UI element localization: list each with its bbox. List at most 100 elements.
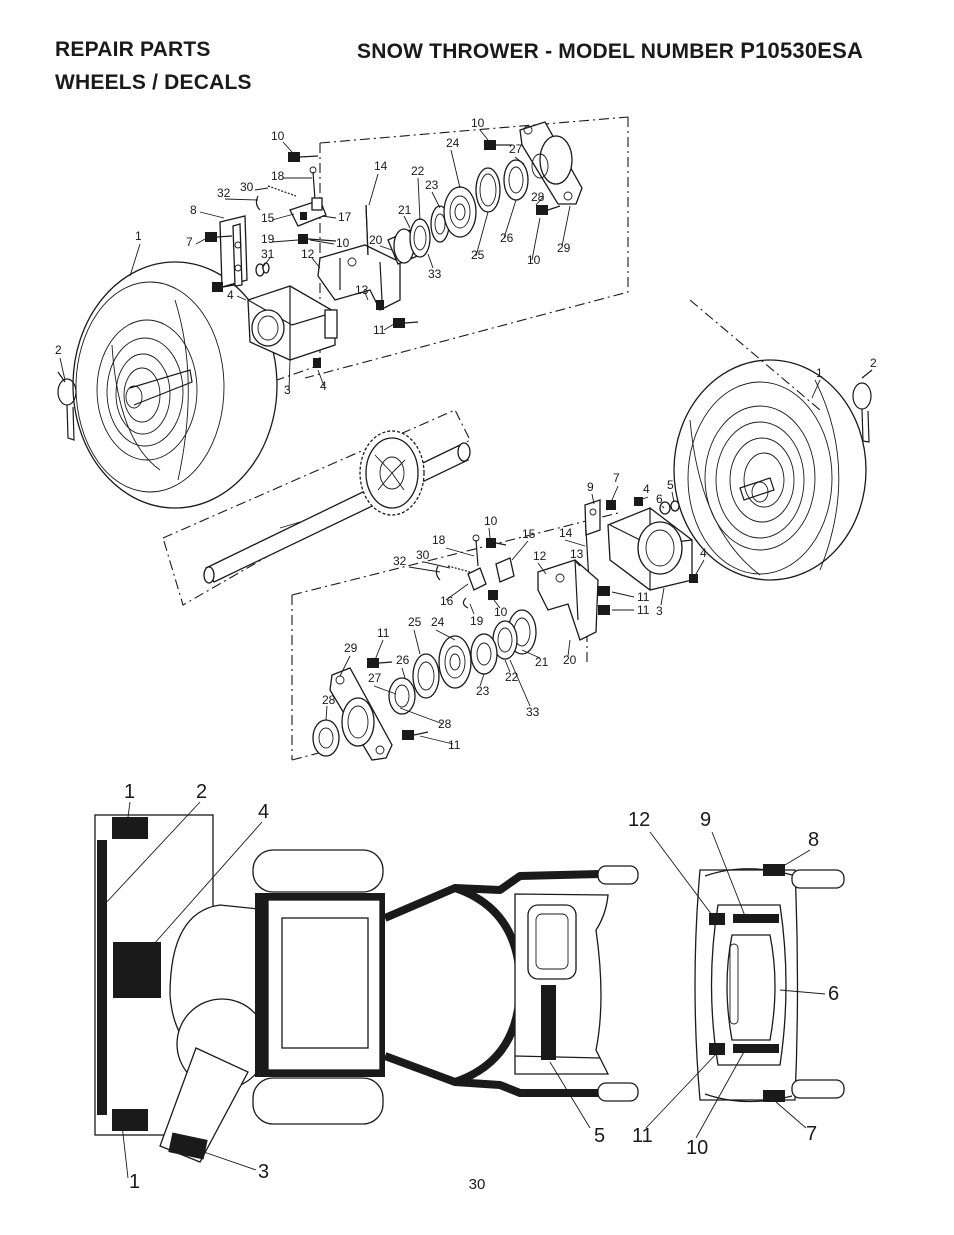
callout: 8: [190, 203, 197, 217]
hairpin-clip-right: [852, 369, 873, 443]
callout: 2: [870, 356, 877, 370]
callout: 22: [411, 164, 425, 178]
bolt-10-lower-right: [536, 205, 561, 215]
callout: 7: [806, 1123, 817, 1145]
decal-1-bottom: [112, 1109, 148, 1131]
left-wheel-assembly: [57, 116, 629, 509]
bearing-stack-lower: [388, 609, 537, 715]
callout: 32: [393, 554, 407, 568]
callout: 4: [643, 482, 650, 496]
decal-7: [763, 1090, 785, 1102]
callout: 19: [261, 232, 275, 246]
callout: 16: [440, 594, 454, 608]
bolt-7-lower: [606, 500, 616, 510]
callout: 28: [322, 693, 336, 707]
callout: 33: [428, 267, 442, 281]
callout: 23: [425, 178, 439, 192]
lock-assembly-16: [467, 557, 515, 591]
callout: 11: [448, 738, 461, 752]
model-number: P10530ESA: [740, 38, 864, 63]
dashboard-window: [527, 904, 577, 980]
callout: 9: [587, 480, 594, 494]
callout: 6: [656, 492, 663, 506]
fuel-tank-bottom: [252, 1077, 384, 1125]
skid-top: [791, 869, 845, 889]
callout: 10: [686, 1137, 708, 1159]
callout: 3: [258, 1161, 269, 1183]
callout: 20: [563, 653, 577, 667]
callout: 12: [533, 549, 547, 563]
gear-housing: [247, 285, 338, 361]
callout: 2: [196, 781, 207, 803]
callout: 11: [637, 590, 650, 604]
callout: 11: [637, 603, 650, 617]
callout: 26: [396, 653, 410, 667]
decal-2: [97, 840, 107, 1115]
decal-11: [709, 1043, 725, 1055]
callout: 3: [284, 383, 291, 397]
decal-8: [763, 864, 785, 876]
lock-assembly-15: [289, 197, 327, 227]
callout: 12: [301, 247, 315, 261]
right-wheel-assembly: [291, 497, 698, 761]
cotter-32-lower: [435, 565, 441, 581]
auger-opening: [726, 934, 776, 1041]
fuel-tank-top: [252, 849, 384, 893]
callout: 30: [240, 180, 254, 194]
page-number: 30: [468, 1176, 486, 1193]
callout: 15: [522, 527, 536, 541]
skid-bottom: [791, 1079, 845, 1099]
callout: 10: [494, 605, 508, 619]
pin-18: [309, 166, 317, 201]
bolt-10-lower-a: [486, 538, 507, 548]
callout: 4: [700, 546, 707, 560]
callout: 23: [476, 684, 490, 698]
callout: 4: [227, 288, 234, 302]
bolt-4-lower-right: [634, 497, 698, 583]
callout: 24: [431, 615, 445, 629]
bolt-10-upper-right: [484, 140, 512, 150]
decal-12: [709, 913, 725, 925]
callout: 5: [594, 1125, 605, 1147]
handle-frame-top: [383, 870, 601, 922]
callout: 20: [369, 233, 383, 247]
handle-frame-bottom: [383, 1052, 600, 1097]
decal-4: [113, 942, 161, 998]
assembly-outline-top: [319, 116, 629, 144]
spring-30-lower: [447, 565, 471, 573]
callout: 9: [700, 809, 711, 831]
callout: 24: [446, 136, 460, 150]
callout: 25: [471, 248, 485, 262]
callout: 25: [408, 615, 422, 629]
axle-support-bracket-lower: [537, 559, 599, 641]
callout: 3: [656, 604, 663, 618]
pin-18-lower: [472, 534, 480, 567]
chute-handle: [159, 1047, 249, 1163]
page-title: REPAIR PARTS: [55, 38, 211, 61]
decal-10: [733, 1044, 779, 1053]
callout: 10: [271, 129, 285, 143]
bolt-4: [212, 282, 235, 292]
callout: 8: [808, 829, 819, 851]
hairpin-clip: [57, 371, 77, 441]
grip-top: [597, 865, 639, 885]
callout: 15: [261, 211, 275, 225]
callout: 29: [557, 241, 571, 255]
callout: 29: [344, 641, 358, 655]
assembly-outline-top: [291, 511, 623, 596]
pin-14: [365, 204, 369, 256]
callout: 22: [505, 670, 519, 684]
bearing-stack: [387, 159, 529, 265]
washer-28: [312, 719, 340, 757]
callout: 26: [500, 231, 514, 245]
callout: 14: [559, 526, 573, 540]
flange-plate: [519, 121, 583, 205]
bolt-7: [205, 232, 233, 242]
callout: 1: [816, 366, 823, 380]
decal-callouts: 1 2 4 12 9 8 6 3 1 5 11 10 7: [103, 781, 839, 1193]
decal-5: [541, 985, 556, 1060]
flange-plate-lower: [329, 667, 393, 761]
callout: 11: [632, 1125, 653, 1147]
washer-6: [659, 500, 680, 515]
